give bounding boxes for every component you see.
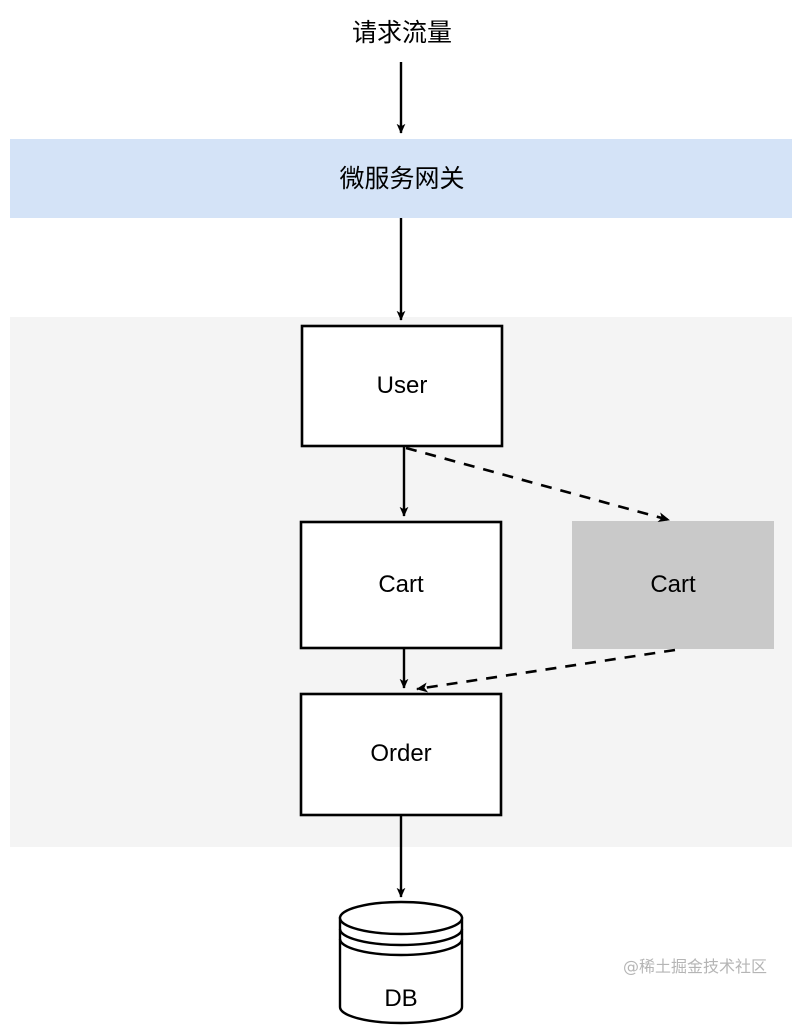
edge-user-to-cart-replica bbox=[405, 446, 670, 523]
node-cart-replica[interactable] bbox=[572, 521, 774, 649]
node-cart[interactable] bbox=[299, 520, 503, 650]
microservice-gateway-label: 微服务网关 bbox=[339, 164, 465, 193]
node-user-label: User bbox=[376, 372, 428, 399]
microservice-gateway-band bbox=[10, 139, 792, 218]
node-db[interactable] bbox=[338, 900, 464, 1025]
node-db-label: DB bbox=[384, 985, 418, 1012]
edge-cart-replica-to-order bbox=[416, 648, 676, 693]
watermark-text: @稀土掘金技术社区 bbox=[622, 957, 767, 976]
node-cart-replica-label: Cart bbox=[650, 571, 696, 598]
node-cart-label: Cart bbox=[378, 571, 424, 598]
node-user[interactable] bbox=[300, 324, 504, 448]
request-traffic-label: 请求流量 bbox=[351, 18, 452, 47]
node-order-label: Order bbox=[370, 740, 432, 767]
